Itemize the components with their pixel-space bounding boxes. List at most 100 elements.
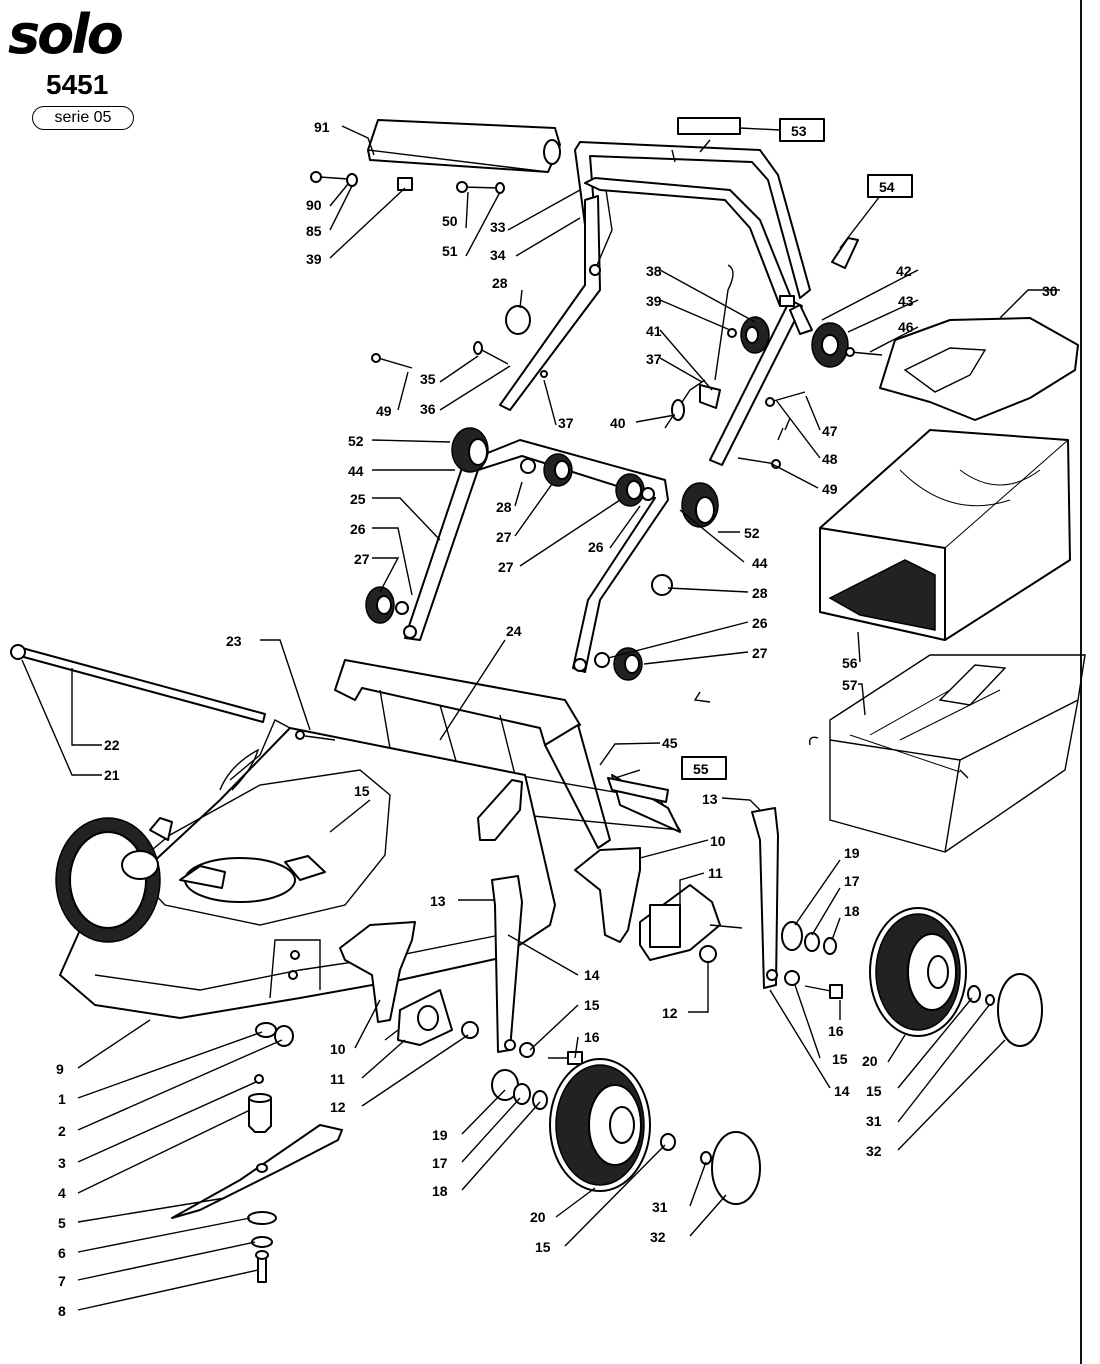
front-wheel [491, 1042, 761, 1205]
part-label: 50 [442, 213, 458, 229]
part-label: 44 [348, 463, 364, 479]
part-label: 44 [752, 555, 768, 571]
part-label: 46 [898, 319, 914, 335]
part-label: 85 [306, 223, 322, 239]
part-label: 37 [646, 351, 662, 367]
brand-block: solo 5451 serie 05 [8, 8, 158, 130]
part-label: 38 [646, 263, 662, 279]
part-label: 16 [584, 1029, 600, 1045]
height-adjuster-rear [574, 807, 779, 989]
part-label: 39 [646, 293, 662, 309]
part-label: 28 [496, 499, 512, 515]
part-label: 18 [844, 903, 860, 919]
part-label: 13 [702, 791, 718, 807]
label-plate-55 [607, 777, 669, 803]
part-label: 4 [58, 1185, 66, 1201]
part-label: 16 [828, 1023, 844, 1039]
grass-bag [819, 429, 1071, 641]
leader-lines [21, 125, 1060, 1311]
rear-axle-rod [10, 644, 266, 723]
mower-deck [59, 719, 556, 1019]
part-label: 52 [744, 525, 760, 541]
part-label: 12 [330, 1099, 346, 1115]
cable-clip-54 [831, 237, 859, 269]
part-label: 10 [330, 1041, 346, 1057]
part-label: 54 [879, 179, 895, 195]
rear-wheel-right [781, 907, 1043, 1047]
part-label: 49 [822, 481, 838, 497]
part-label: 31 [866, 1113, 882, 1129]
part-label: 40 [610, 415, 626, 431]
part-label: 26 [350, 521, 366, 537]
part-label: 18 [432, 1183, 448, 1199]
part-label: 15 [535, 1239, 551, 1255]
part-label: 25 [350, 491, 366, 507]
label-box-54 [867, 174, 913, 198]
handle-knobs-lower [365, 305, 719, 681]
part-label: 15 [866, 1083, 882, 1099]
part-label: 14 [834, 1083, 850, 1099]
part-label: 91 [314, 119, 330, 135]
part-label: 42 [896, 263, 912, 279]
part-label: 35 [420, 371, 436, 387]
part-label: 10 [710, 833, 726, 849]
model-number: 5451 [46, 69, 109, 100]
part-label: 27 [354, 551, 370, 567]
part-label: 5 [58, 1215, 66, 1231]
blade-assembly [171, 1022, 343, 1283]
part-label: 11 [330, 1071, 345, 1087]
part-label: 28 [492, 275, 508, 291]
part-label: 32 [650, 1229, 666, 1245]
part-label: 21 [104, 767, 120, 783]
part-label: 6 [58, 1245, 66, 1261]
part-label: 37 [558, 415, 574, 431]
part-label: 49 [376, 403, 392, 419]
part-label: 32 [866, 1143, 882, 1159]
grass-deflector [367, 119, 561, 191]
part-number-labels: 9 1 2 3 4 5 6 7 8 10 11 12 13 14 15 16 1… [56, 119, 1058, 1319]
part-label: 15 [584, 997, 600, 1013]
part-label: 41 [646, 323, 662, 339]
part-label: 30 [1042, 283, 1058, 299]
label-box-55 [681, 756, 727, 780]
part-label: 19 [432, 1127, 448, 1143]
part-label: 13 [430, 893, 446, 909]
part-label: 14 [584, 967, 600, 983]
handle-label-plate [677, 117, 741, 135]
part-label: 33 [490, 219, 506, 235]
part-label: 26 [752, 615, 768, 631]
part-label: 51 [442, 243, 458, 259]
part-label: 90 [306, 197, 322, 213]
grass-bag-frame [808, 654, 1086, 853]
lower-handle [403, 439, 669, 673]
rear-wheel-left [55, 817, 173, 943]
part-label: 55 [693, 761, 709, 777]
part-label: 12 [662, 1005, 678, 1021]
part-label: 27 [496, 529, 512, 545]
part-label: 15 [832, 1051, 848, 1067]
part-label: 17 [432, 1155, 448, 1171]
part-label: 9 [56, 1061, 64, 1077]
grass-box-lid [879, 317, 1079, 421]
part-label: 17 [844, 873, 860, 889]
part-label: 52 [348, 433, 364, 449]
part-label: 43 [898, 293, 914, 309]
part-label: 48 [822, 451, 838, 467]
part-label: 34 [490, 247, 506, 263]
part-label: 56 [842, 655, 858, 671]
part-label: 36 [420, 401, 436, 417]
part-label: 19 [844, 845, 860, 861]
part-label: 26 [588, 539, 604, 555]
part-label: 7 [58, 1273, 66, 1289]
part-label: 57 [842, 677, 858, 693]
part-label: 8 [58, 1303, 66, 1319]
part-label: 27 [752, 645, 768, 661]
label-box-53 [779, 118, 825, 142]
part-label: 53 [791, 123, 807, 139]
part-label: 28 [752, 585, 768, 601]
part-label: 31 [652, 1199, 668, 1215]
part-label: 3 [58, 1155, 66, 1171]
part-label: 20 [862, 1053, 878, 1069]
part-label: 24 [506, 623, 522, 639]
height-adjuster-front [339, 875, 523, 1053]
